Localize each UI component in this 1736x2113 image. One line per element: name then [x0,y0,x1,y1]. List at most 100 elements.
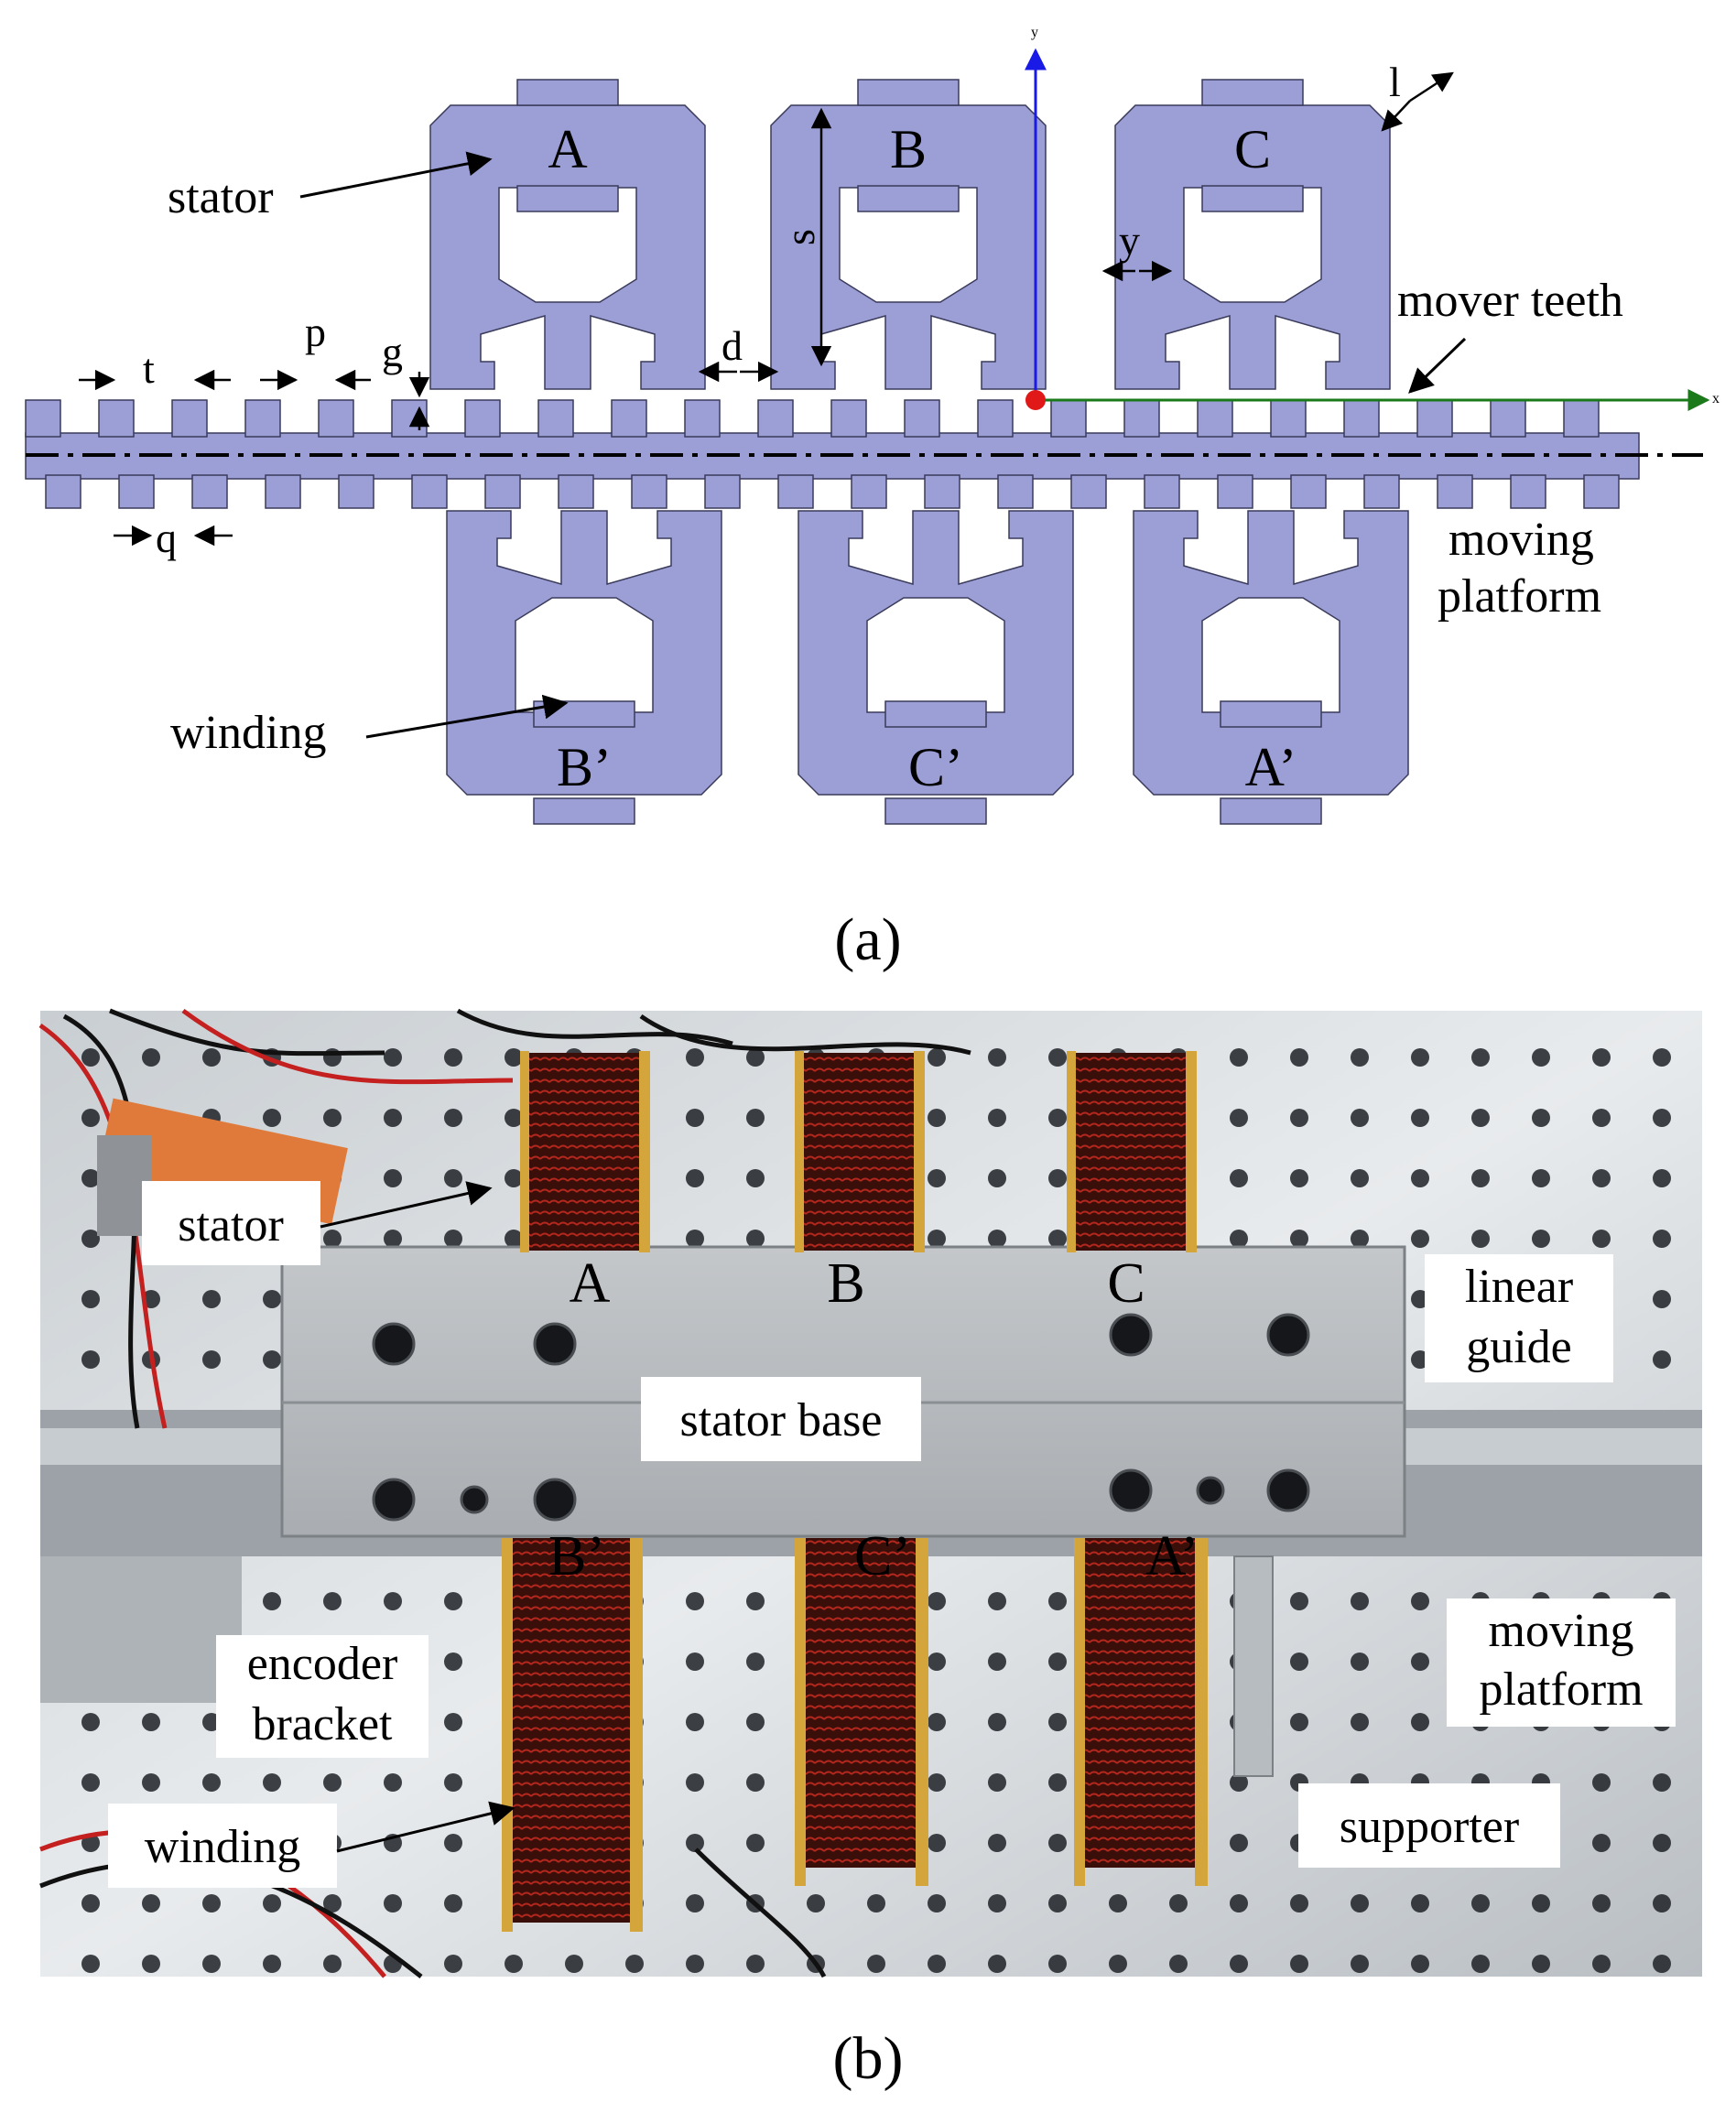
stator-a-coil-outer [516,79,619,106]
arrow-winding-a [365,694,569,739]
panel-b-photo: A B C B’ C’ A’ stator linear guide stato… [38,1008,1702,2092]
mover-tooth-bottom [1290,474,1327,509]
label-winding-b: winding [145,1821,300,1873]
dim-l-arrow-a [1381,100,1411,132]
label-linear-guide-1: linear [1465,1261,1573,1313]
stator-c-coil-inner [1201,185,1304,212]
stator-b-coil-outer [857,79,960,106]
arrow-stator-b [320,1181,493,1229]
label-encoder-bracket-1: encoder [247,1638,398,1690]
mover-tooth-bottom [1583,474,1620,509]
mover-rail [25,399,1640,509]
label-box-stator [142,1181,320,1265]
mover-tooth-bottom [118,474,155,509]
mover-tooth-top [244,399,281,438]
stator-c-prime-window [866,597,1005,713]
stator-c-coil-outer [1201,79,1304,106]
label-box-supporter [1298,1783,1560,1868]
mover-tooth-bottom [1217,474,1253,509]
supporter-post [1233,1555,1274,1777]
label-box-encoder-bracket [216,1635,429,1758]
phase-label-b: B [890,119,927,179]
arrow-stator-a [299,151,493,199]
mover-tooth-top [1050,399,1087,438]
label-mover-teeth: mover teeth [1397,275,1623,327]
mover-tooth-bottom [851,474,887,509]
label-supporter: supporter [1340,1801,1519,1853]
panel-a-schematic: x y A B C B’ C’ A’ stator mover teeth mo… [25,25,1720,973]
label-moving-platform-a-2: platform [1438,570,1601,623]
mover-tooth-top [611,399,647,438]
stator-c-prime-coil-inner [884,700,987,728]
caption-a: (a) [834,906,901,973]
mover-tooth-top [25,399,61,438]
stator-a-prime-coil-inner [1220,700,1322,728]
mover-tooth-top [1197,399,1233,438]
label-box-stator-base [641,1377,921,1461]
mover-tooth-top [1490,399,1526,438]
stator-cores [429,79,1409,825]
mover-tooth-bottom [1437,474,1473,509]
photo-phase-label-a-prime: A’ [1145,1525,1199,1587]
mover-tooth-top [1563,399,1600,438]
mover-tooth-bottom [1363,474,1400,509]
mover-tooth-top [830,399,867,438]
stator-b-prime-window [515,597,654,713]
dim-q-label: q [156,515,177,561]
coils-bottom [502,1538,1208,1932]
mover-tooth-top [391,399,428,438]
mover-tooth-top [1416,399,1453,438]
stator-a-prime-window [1201,597,1340,713]
label-moving-platform-b-1: moving [1489,1605,1634,1657]
phase-label-a-prime: A’ [1245,737,1297,797]
mover-tooth-bottom [558,474,594,509]
y-axis-label: y [1031,25,1038,40]
dim-t-label: t [143,345,155,392]
mover-tooth-bottom [265,474,301,509]
label-box-winding [108,1804,337,1888]
mover-tooth-bottom [191,474,228,509]
phase-label-a: A [548,119,587,179]
dim-p-label: p [305,309,326,355]
photo-phase-label-c: C [1107,1252,1145,1315]
phase-label-c-prime: C’ [908,737,963,797]
photo-phase-label-b: B [827,1252,864,1315]
stator-b-window [839,187,978,303]
label-box-moving-platform [1447,1598,1676,1727]
mover-tooth-top [1343,399,1380,438]
dim-g-label: g [382,329,403,375]
dim-l-arrow-b [1409,71,1454,103]
encoder-bracket-plate [40,1556,242,1703]
stator-c-prime-coil-outer [884,797,987,825]
mover-tooth-top [977,399,1014,438]
dim-s-label: s [776,229,823,245]
mover-tooth-bottom [997,474,1034,509]
mover-tooth-bottom [704,474,741,509]
mover-tooth-top [171,399,208,438]
mover-tooth-top [464,399,501,438]
dim-l-label: l [1389,59,1401,105]
mover-tooth-bottom [45,474,81,509]
stator-a-coil-inner [516,185,619,212]
coils-top [520,1051,1197,1252]
mover-tooth-top [1270,399,1307,438]
dim-d-label: d [722,322,743,369]
label-moving-platform-a-1: moving [1448,514,1594,566]
mover-tooth-top [98,399,135,438]
photo-phase-label-a: A [570,1252,611,1315]
photo-phase-label-b-prime: B’ [548,1525,605,1587]
stator-a-window [498,187,637,303]
label-encoder-bracket-2: bracket [252,1698,393,1750]
phase-label-c: C [1234,119,1271,179]
mover-tooth-top [318,399,354,438]
arrow-winding-b [336,1801,515,1853]
photo-phase-label-c-prime: C’ [854,1525,911,1587]
label-box-linear-guide [1425,1254,1613,1382]
base-screws [372,1313,1310,1522]
mover-tooth-top [1123,399,1160,438]
mover-tooth-top [757,399,794,438]
mover-tooth-bottom [924,474,960,509]
label-stator-base: stator base [680,1394,883,1447]
dim-y-label: y [1119,217,1140,264]
